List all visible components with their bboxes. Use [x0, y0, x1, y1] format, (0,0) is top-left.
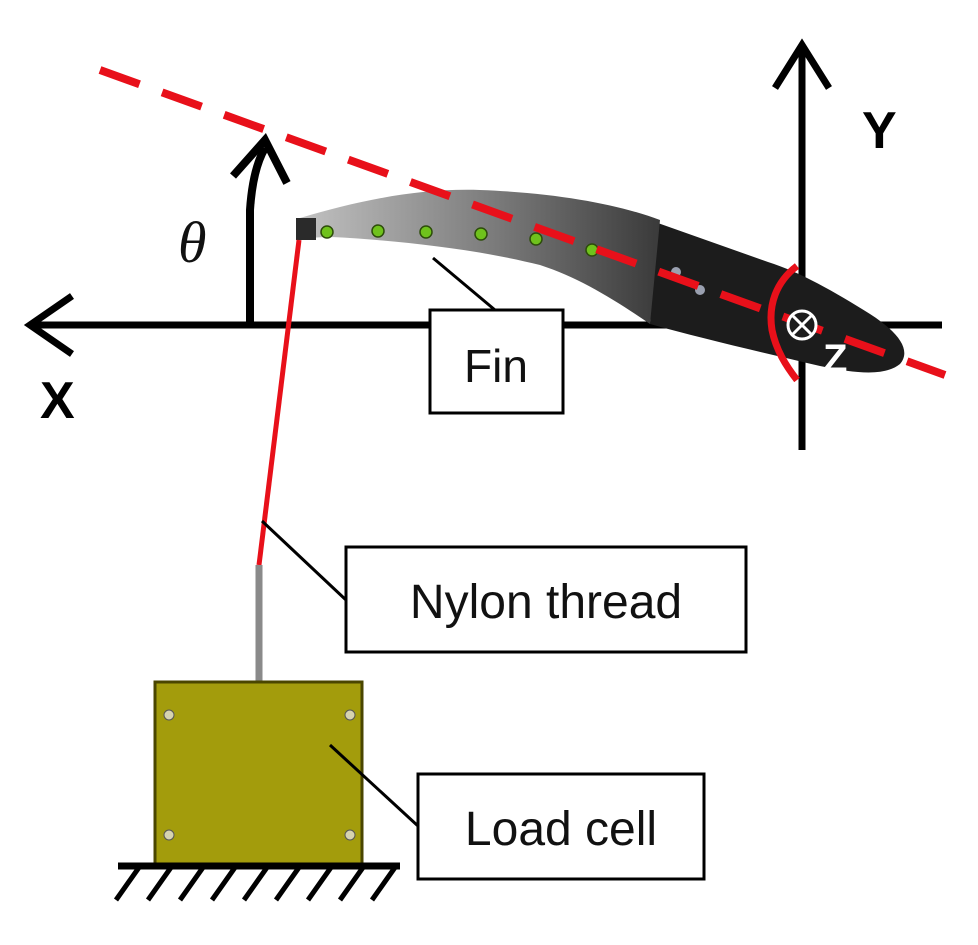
y-axis-label: Y: [862, 102, 897, 160]
x-axis-label: X: [40, 372, 75, 430]
theta-arrow: [230, 132, 291, 325]
nylon-thread-label: Nylon thread: [410, 576, 682, 629]
marker-dot: [419, 225, 433, 239]
fin-label-box: [428, 308, 565, 415]
fin-tip-clamp: [296, 218, 316, 240]
nylon-thread-red: [256, 239, 302, 566]
marker-dot: [474, 227, 488, 241]
theta-symbol: θ: [178, 210, 207, 275]
nylon-thread-leader-line: [260, 519, 348, 602]
fin-label: Fin: [464, 340, 528, 392]
marker-dot: [371, 224, 385, 238]
fin-markers: [320, 224, 599, 257]
load-cell: [153, 680, 364, 867]
y-axis: [772, 38, 832, 450]
load-cell-leader-line: [328, 743, 420, 828]
load-cell-label: Load cell: [465, 803, 657, 856]
fin-body: [298, 189, 660, 324]
rotation-arc: [767, 263, 800, 383]
ground-support: [113, 862, 400, 902]
nylon-thread-label-box: [344, 545, 748, 654]
marker-dot: [320, 225, 334, 239]
marker-dot: [529, 232, 543, 246]
fin-leader-line: [432, 256, 496, 312]
marker-dot: [585, 243, 599, 257]
load-cell-label-box: [416, 772, 706, 881]
z-axis-symbol: [786, 309, 818, 341]
z-axis-label: Z: [823, 337, 847, 381]
